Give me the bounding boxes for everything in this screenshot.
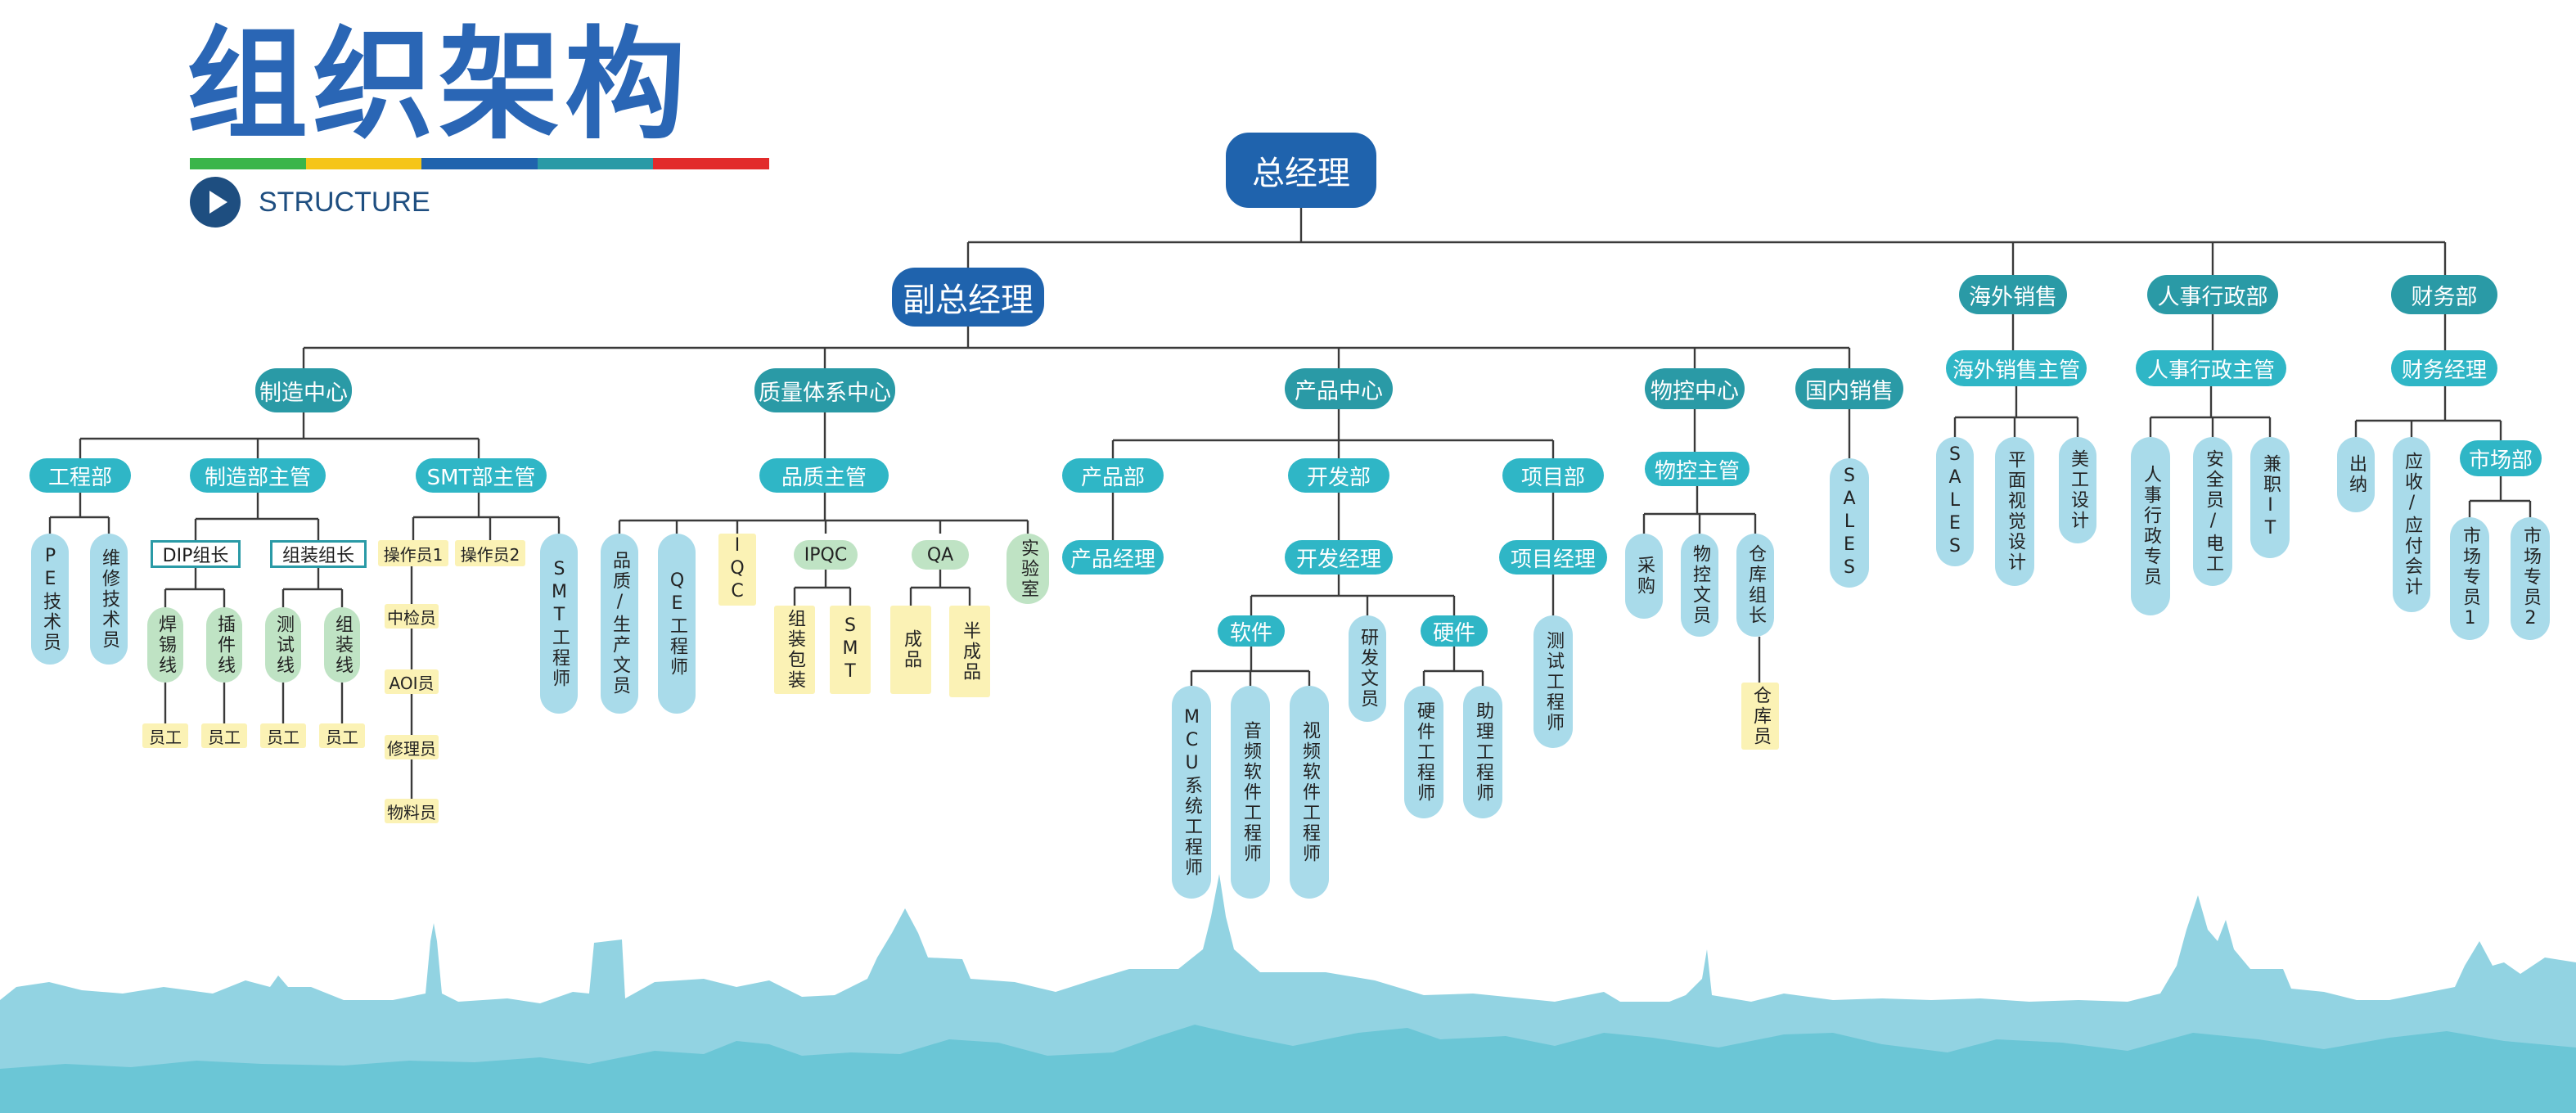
divider-segment (653, 158, 769, 169)
node-assembly-leader: 组装组长 (270, 540, 367, 568)
divider-segment (305, 158, 422, 169)
node-hr-admin: 人事行政部 (2147, 275, 2278, 314)
divider-segment (421, 158, 538, 169)
node-quality-clerk: 品质/生产文员 (601, 534, 638, 714)
node-smt-head: SMT部主管 (416, 458, 547, 493)
node-repairer: 修理员 (385, 735, 439, 759)
page-title: 组织架构 (187, 15, 691, 155)
node-part-time-it: 兼职IT (2250, 437, 2290, 558)
node-product-dept: 产品部 (1062, 458, 1164, 493)
node-hardware: 硬件 (1421, 615, 1488, 647)
node-manufacturing-center: 制造中心 (255, 368, 352, 412)
node-ipqc: IPQC (794, 540, 858, 570)
node-material-head: 物控主管 (1645, 452, 1750, 486)
node-worker: 员工 (260, 723, 306, 748)
node-audio-engineer: 音频软件工程师 (1231, 686, 1270, 899)
node-dev-manager: 开发经理 (1285, 540, 1393, 575)
node-finance-manager: 财务经理 (2391, 350, 2497, 386)
node-assembly-packing: 组装包装 (774, 606, 815, 694)
node-hr-specialist: 人事行政专员 (2131, 437, 2170, 615)
node-assistant-engineer: 助理工程师 (1463, 686, 1502, 818)
node-project-dept: 项目部 (1502, 458, 1604, 493)
play-icon (190, 177, 241, 228)
node-mcu-engineer: MCU系统工程师 (1172, 686, 1211, 899)
node-material-center: 物控中心 (1645, 368, 1745, 409)
node-laboratory: 实验室 (1007, 534, 1049, 604)
node-finance-dept: 财务部 (2391, 275, 2497, 314)
node-rd-clerk: 研发文员 (1349, 615, 1386, 722)
node-worker: 员工 (201, 723, 247, 748)
node-material-clerk: 物料员 (385, 799, 439, 823)
node-worker: 员工 (142, 723, 188, 748)
node-overseas-sales-rep: SALES (1936, 437, 1974, 566)
node-product-manager: 产品经理 (1062, 540, 1164, 575)
node-material-clerk-mc: 物控文员 (1681, 534, 1718, 637)
node-plugin-line: 插件线 (206, 607, 242, 683)
node-video-engineer: 视频软件工程师 (1290, 686, 1329, 899)
node-aoi-inspector: AOI员 (385, 669, 439, 694)
node-qe-engineer: QE工程师 (658, 534, 696, 714)
node-market-specialist-2: 市场专员2 (2511, 517, 2550, 640)
node-maintenance-technician: 维修技术员 (90, 534, 128, 665)
node-iqc: IQC (718, 534, 756, 606)
node-smt-qc: SMT (830, 606, 871, 694)
structure-label: STRUCTURE (190, 177, 430, 228)
node-warehouse-keeper: 仓库员 (1741, 683, 1779, 750)
node-worker: 员工 (319, 723, 365, 748)
node-dip-leader: DIP组长 (151, 540, 241, 568)
node-art-designer: 美工设计 (2059, 437, 2096, 543)
node-software: 软件 (1218, 615, 1285, 647)
node-quality-center: 质量体系中心 (754, 368, 895, 412)
node-qa: QA (912, 540, 969, 570)
node-hr-manager: 人事行政主管 (2136, 350, 2286, 386)
skyline-front-layer (0, 1025, 2576, 1113)
node-test-engineer: 测试工程师 (1533, 615, 1573, 748)
node-domestic-sales-rep: SALES (1830, 458, 1869, 588)
node-project-manager: 项目经理 (1499, 540, 1607, 575)
node-smt-engineer: SMT工程师 (540, 534, 578, 714)
node-finished-goods: 成品 (890, 606, 931, 694)
node-graphic-designer: 平面视觉设计 (1995, 437, 2034, 586)
node-operator-2: 操作员2 (455, 540, 525, 566)
node-overseas-manager: 海外销售主管 (1946, 350, 2087, 386)
node-market-dept: 市场部 (2460, 440, 2542, 476)
structure-subtitle: STRUCTURE (259, 186, 430, 218)
divider-segment (537, 158, 654, 169)
node-semi-finished: 半成品 (949, 606, 990, 697)
node-test-line: 测试线 (265, 607, 301, 683)
node-manufacturing-head: 制造部主管 (190, 458, 326, 493)
node-vice-general-manager: 副总经理 (892, 268, 1044, 327)
node-dev-dept: 开发部 (1288, 458, 1389, 493)
node-overseas-sales: 海外销售 (1959, 275, 2067, 314)
node-quality-head: 品质主管 (759, 458, 889, 493)
rainbow-divider (190, 158, 769, 169)
node-purchasing: 采购 (1625, 534, 1663, 619)
node-cashier: 出纳 (2337, 437, 2375, 512)
node-warehouse-leader: 仓库组长 (1736, 534, 1774, 637)
node-general-manager: 总经理 (1226, 133, 1376, 208)
node-soldering-line: 焊锡线 (147, 607, 183, 683)
node-domestic-sales: 国内销售 (1795, 368, 1903, 409)
node-operator-1: 操作员1 (378, 540, 448, 566)
divider-segment (190, 158, 306, 169)
node-engineering-dept: 工程部 (29, 458, 131, 493)
node-safety-electrician: 安全员/电工 (2193, 437, 2232, 586)
node-product-center: 产品中心 (1285, 368, 1393, 409)
node-assembly-line: 组装线 (324, 607, 360, 683)
node-market-specialist-1: 市场专员1 (2450, 517, 2489, 640)
node-accountant: 应收/应付会计 (2393, 437, 2430, 612)
node-pe-technician: PE技术员 (31, 534, 69, 665)
node-mid-inspector: 中检员 (385, 604, 439, 629)
node-hardware-engineer: 硬件工程师 (1404, 686, 1443, 818)
